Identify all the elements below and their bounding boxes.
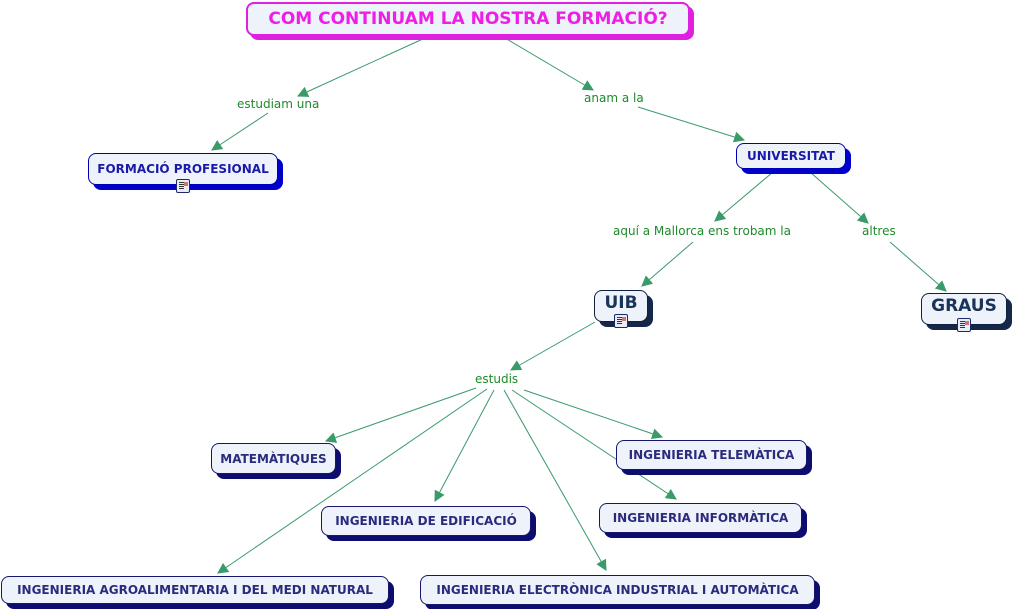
concept-uib-text: UIB (604, 293, 638, 313)
link-label-estudis[interactable]: estudis (474, 372, 520, 386)
link-universitat-altres (809, 171, 869, 224)
root-concept[interactable]: COM CONTINUAM LA NOSTRA FORMACIÓ? (246, 2, 690, 36)
concept-electronica[interactable]: INGENIERIA ELECTRÒNICA INDUSTRIAL I AUTO… (420, 575, 815, 605)
link-uib-estudis (510, 321, 596, 371)
link-root-estudiam (296, 37, 426, 97)
concept-telematica-text: INGENIERIA TELEMÀTICA (628, 448, 795, 462)
link-estudis-edificacio (434, 389, 495, 502)
link-estudis-electronica (503, 389, 607, 571)
link-estudis-telematica (523, 389, 664, 440)
concept-universitat-text: UNIVERSITAT (747, 149, 835, 163)
concept-edificacio[interactable]: INGENIERIA DE EDIFICACIÓ (321, 506, 531, 536)
concept-informatica[interactable]: INGENIERIA INFORMÀTICA (599, 503, 802, 533)
link-root-anam (504, 37, 594, 91)
link-estudis-agro (217, 388, 488, 574)
document-resource-icon[interactable] (176, 179, 190, 193)
concept-universitat[interactable]: UNIVERSITAT (736, 143, 846, 169)
link-estudiam-fp (211, 112, 269, 151)
concept-agroalimentaria-text: INGENIERIA AGROALIMENTARIA I DEL MEDI NA… (17, 583, 373, 597)
concept-graus-text: GRAUS (931, 296, 997, 316)
link-label-aqui-mallorca[interactable]: aquí a Mallorca ens trobam la (612, 224, 792, 238)
concept-telematica[interactable]: INGENIERIA TELEMÀTICA (616, 440, 807, 470)
link-anam-universitat (637, 106, 746, 143)
concept-electronica-text: INGENIERIA ELECTRÒNICA INDUSTRIAL I AUTO… (436, 583, 799, 597)
concept-matematiques-text: MATEMÀTIQUES (220, 451, 327, 466)
link-label-anam-a-la[interactable]: anam a la (583, 91, 645, 105)
link-universitat-aqui (714, 171, 774, 222)
concept-edificacio-text: INGENIERIA DE EDIFICACIÓ (335, 514, 517, 528)
link-aqui-uib (641, 241, 694, 287)
concept-informatica-text: INGENIERIA INFORMÀTICA (612, 511, 789, 525)
link-estudis-informatica (511, 389, 677, 500)
concept-formacio-professional-text: FORMACIÓ PROFESIONAL (97, 162, 269, 176)
document-resource-icon[interactable] (957, 318, 971, 332)
concept-matematiques[interactable]: MATEMÀTIQUES (211, 443, 336, 474)
concept-agroalimentaria[interactable]: INGENIERIA AGROALIMENTARIA I DEL MEDI NA… (1, 576, 389, 604)
link-label-estudiam-una[interactable]: estudiam una (236, 97, 321, 111)
root-concept-text: COM CONTINUAM LA NOSTRA FORMACIÓ? (268, 9, 668, 29)
document-resource-icon[interactable] (614, 314, 628, 328)
link-estudis-matematiques (324, 387, 477, 443)
link-label-altres[interactable]: altres (861, 224, 897, 238)
link-altres-graus (889, 241, 947, 292)
